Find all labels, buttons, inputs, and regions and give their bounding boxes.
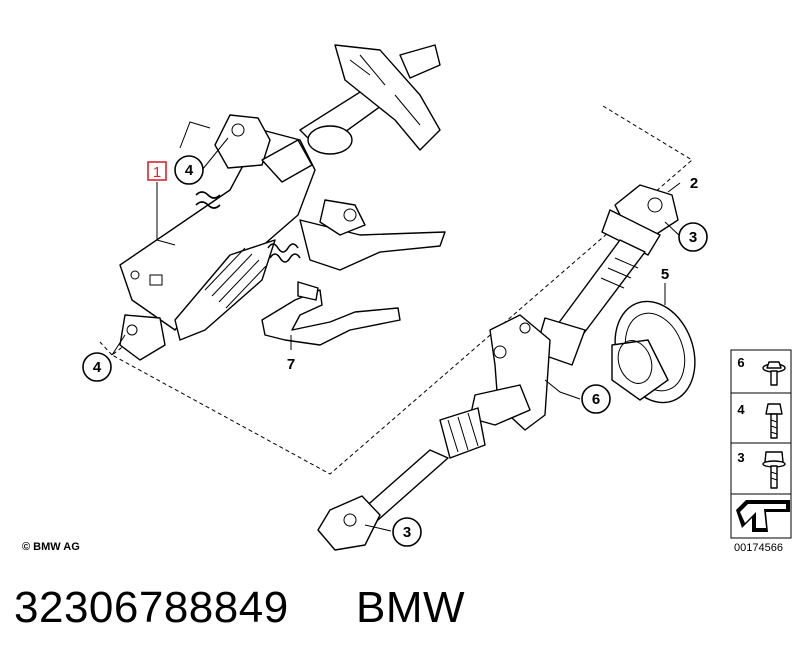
callout-4b: 4 xyxy=(82,352,112,382)
leader-4b xyxy=(111,334,126,356)
callout-4b-label: 4 xyxy=(93,359,102,376)
legend-row-3-label: 3 xyxy=(737,450,744,465)
grommet-part-5 xyxy=(611,300,696,404)
direction-arrow-icon xyxy=(736,500,790,532)
leader-3b xyxy=(364,524,392,532)
leader-3a xyxy=(664,221,681,237)
hex-bolt-icon xyxy=(765,403,783,439)
leader-4a-hatch xyxy=(179,121,211,149)
callout-6-label: 6 xyxy=(592,391,600,408)
copyright-text: © BMW AG xyxy=(22,541,80,553)
callout-7: 7 xyxy=(287,356,295,373)
fastener-legend: 6 4 3 xyxy=(730,349,792,539)
washer-screw-icon xyxy=(762,361,786,386)
leader-2 xyxy=(667,182,681,193)
flange-bolt-icon xyxy=(762,451,786,489)
part-number: 32306788849 xyxy=(14,583,289,632)
callout-7-label: 7 xyxy=(287,356,295,373)
brand-name: BMW xyxy=(356,583,466,632)
legend-row-6-label: 6 xyxy=(737,355,744,370)
legend-row-3: 3 xyxy=(737,450,786,489)
callout-2-label: 2 xyxy=(690,175,698,192)
callout-2: 2 xyxy=(690,175,698,192)
callout-5: 5 xyxy=(661,266,669,283)
steering-shaft xyxy=(317,184,679,551)
leader-4a xyxy=(201,137,229,171)
lever-part-7 xyxy=(261,281,401,346)
diagram-number: 00174566 xyxy=(734,542,783,554)
callout-3a-label: 3 xyxy=(689,229,697,246)
callout-1: 1 xyxy=(147,161,167,181)
callout-6: 6 xyxy=(581,384,611,414)
leader-1 xyxy=(156,182,176,246)
callout-4a-label: 4 xyxy=(185,162,194,179)
callout-4a: 4 xyxy=(174,155,204,185)
assembly-frame-left xyxy=(99,341,113,356)
legend-row-4: 4 xyxy=(737,402,783,439)
legend-row-4-label: 4 xyxy=(737,402,745,417)
leader-6 xyxy=(544,379,581,400)
callout-3b-label: 3 xyxy=(403,524,411,541)
callout-1-label: 1 xyxy=(153,164,161,181)
callout-3b: 3 xyxy=(392,517,422,547)
steering-column xyxy=(119,44,446,361)
callout-5-label: 5 xyxy=(661,266,669,283)
callout-3a: 3 xyxy=(678,222,708,252)
legend-row-6: 6 xyxy=(737,355,786,386)
